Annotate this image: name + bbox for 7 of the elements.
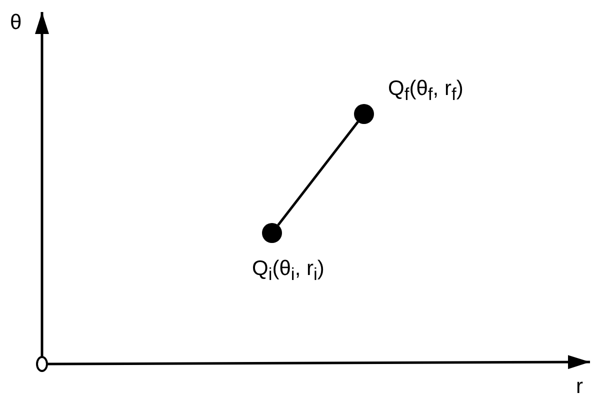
axis-label: θ <box>10 12 22 33</box>
axis-label: r <box>576 376 583 397</box>
connecting-line <box>277 121 359 226</box>
point-label: Q$_{f}$(θ$_{f}$, r$_{f}$) <box>388 78 464 104</box>
point-dot <box>354 104 374 124</box>
point-dot <box>262 223 282 243</box>
point-label: Q$_{i}$(θ$_{i}$, r$_{i}$) <box>252 258 324 284</box>
